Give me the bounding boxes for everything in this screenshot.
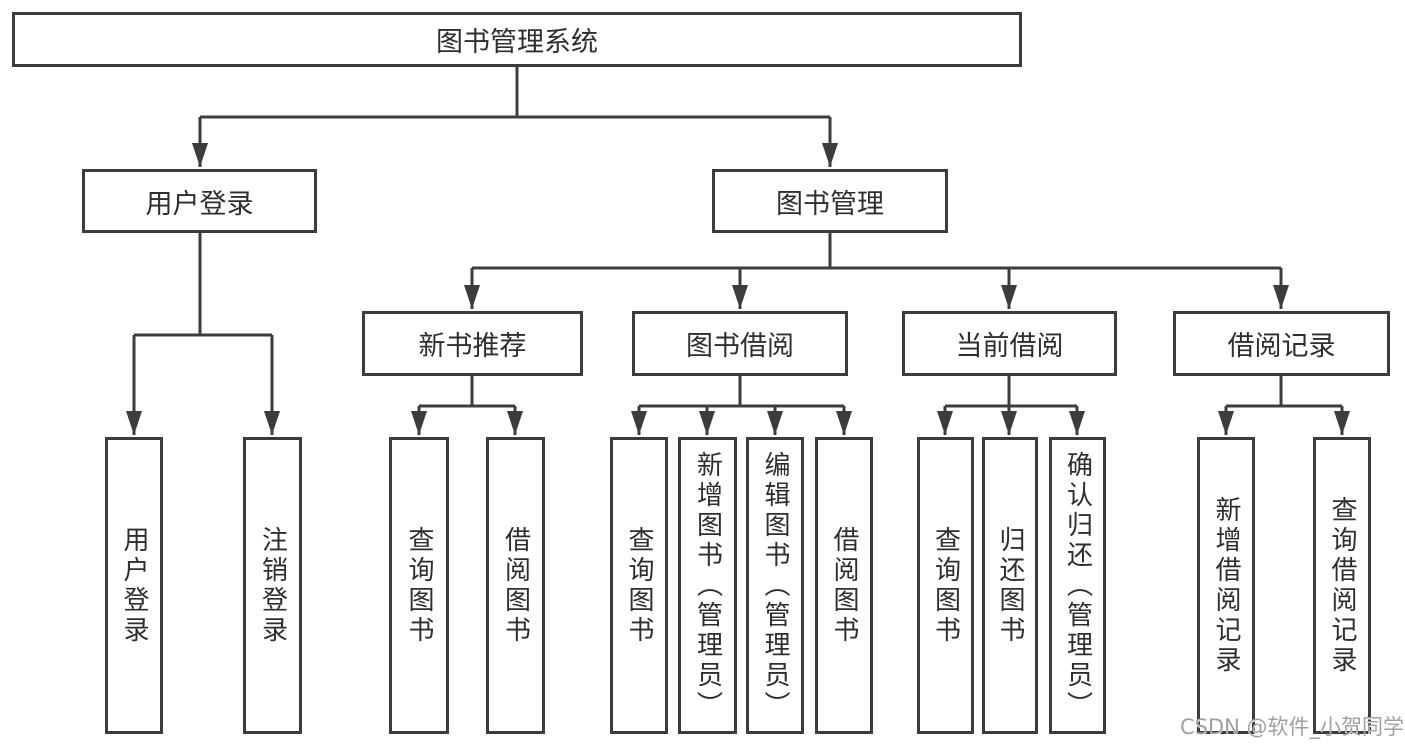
node-library-system: 图书管理系统 — [12, 12, 1022, 67]
node-book-borrow-label: 图书借阅 — [686, 331, 794, 362]
node-library-system-label: 图书管理系统 — [436, 27, 598, 58]
leaf-borrow-query-books: 查询图书 — [610, 437, 668, 734]
leaf-recommend-borrow-books-label: 借阅图书 — [500, 525, 531, 646]
leaf-logout: 注销登录 — [243, 437, 302, 734]
node-user-login: 用户登录 — [82, 169, 317, 233]
leaf-confirm-return-admin: 确认归还（管理员） — [1049, 437, 1106, 734]
csdn-watermark: CSDN @软件_小贺同学 — [1180, 715, 1405, 739]
node-new-book-recommend-label: 新书推荐 — [418, 331, 527, 362]
leaf-current-query-books-label: 查询图书 — [930, 525, 961, 646]
leaf-query-borrow-record-label: 查询借阅记录 — [1327, 495, 1357, 676]
leaf-return-books: 归还图书 — [982, 437, 1038, 734]
leaf-confirm-return-admin-label: 确认归还（管理员） — [1062, 450, 1093, 721]
node-book-management-label: 图书管理 — [776, 188, 884, 220]
leaf-add-borrow-record-label: 新增借阅记录 — [1211, 495, 1241, 676]
leaf-recommend-query-books-label: 查询图书 — [404, 525, 434, 646]
node-book-borrow: 图书借阅 — [632, 311, 848, 376]
leaf-user-login: 用户登录 — [105, 437, 163, 734]
node-current-borrow-label: 当前借阅 — [955, 331, 1064, 362]
leaf-borrow-books: 借阅图书 — [815, 437, 873, 734]
node-borrow-records: 借阅记录 — [1173, 311, 1390, 376]
leaf-edit-books-admin-label: 编辑图书（管理员） — [760, 450, 790, 721]
leaf-edit-books-admin: 编辑图书（管理员） — [746, 437, 804, 734]
leaf-logout-label: 注销登录 — [257, 525, 288, 646]
leaf-borrow-books-label: 借阅图书 — [829, 525, 859, 646]
leaf-return-books-label: 归还图书 — [995, 525, 1025, 646]
leaf-add-books-admin-label: 新增图书（管理员） — [692, 450, 723, 721]
node-new-book-recommend: 新书推荐 — [362, 311, 583, 376]
leaf-query-borrow-record: 查询借阅记录 — [1313, 437, 1371, 734]
leaf-current-query-books: 查询图书 — [917, 437, 974, 734]
leaf-recommend-query-books: 查询图书 — [389, 437, 449, 734]
leaf-add-books-admin: 新增图书（管理员） — [678, 437, 737, 734]
leaf-recommend-borrow-books: 借阅图书 — [486, 437, 545, 734]
node-user-login-label: 用户登录 — [145, 188, 254, 220]
node-borrow-records-label: 借阅记录 — [1227, 331, 1336, 362]
node-current-borrow: 当前借阅 — [902, 311, 1117, 376]
node-book-management: 图书管理 — [712, 169, 948, 233]
leaf-add-borrow-record: 新增借阅记录 — [1197, 437, 1255, 734]
leaf-borrow-query-books-label: 查询图书 — [624, 525, 654, 646]
leaf-user-login-label: 用户登录 — [119, 525, 149, 646]
